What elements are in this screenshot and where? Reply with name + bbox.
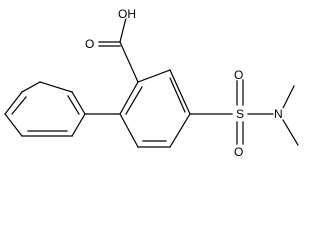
molecule-svg: OH O O S O N (4, 6, 299, 160)
central-bond-3 (169, 69, 191, 115)
phenyl-bond-1 (21, 81, 41, 93)
central-double-2 (169, 77, 186, 113)
hydroxyl-label: OH (118, 7, 136, 21)
nitrogen-methyl-down (282, 119, 299, 146)
nitrogen-methyl-up (282, 85, 295, 109)
phenyl-bond-3 (4, 113, 23, 137)
carboxyl-bond-oh (119, 17, 127, 43)
phenyl-bond-5 (71, 113, 86, 137)
central-double-1 (125, 86, 143, 115)
central-bond-1 (119, 81, 139, 115)
phenyl-bond-7 (39, 81, 73, 93)
sulfur-label: S (236, 107, 244, 121)
phenyl-bond-6 (71, 91, 86, 115)
central-bond-6 (119, 113, 139, 148)
phenyl-bond-2 (4, 91, 23, 115)
central-bond-4 (169, 113, 191, 148)
sulfonyl-oxygen-bottom-label: O (234, 145, 243, 159)
nitrogen-label: N (274, 107, 283, 121)
phenyl-double-1 (11, 96, 27, 115)
sulfonyl-oxygen-top-label: O (234, 68, 243, 82)
carboxyl-bond-ring (119, 41, 139, 83)
structure-diagram: OH O O S O N (4, 6, 299, 160)
phenyl-double-3 (67, 95, 80, 115)
central-bond-2 (137, 69, 171, 83)
carbonyl-oxygen-label: O (85, 37, 94, 51)
